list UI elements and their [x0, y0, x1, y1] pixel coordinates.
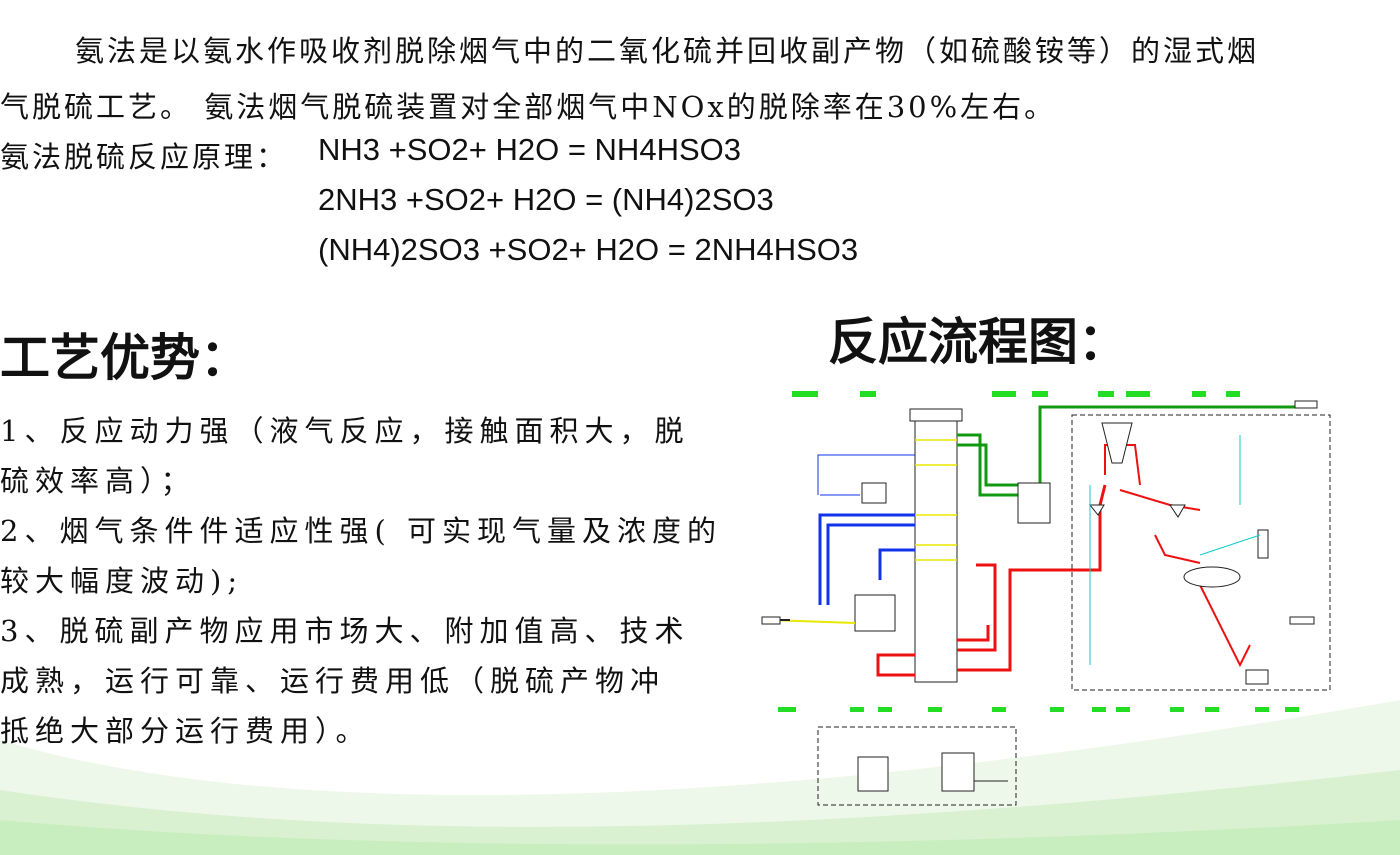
advantage-line: 1、反应动力强（液气反应，接触面积大，脱	[0, 414, 690, 448]
equation-3: (NH4)2SO3 +SO2+ H2O = 2NH4HSO3	[318, 232, 859, 267]
intro-line-2: 气脱硫工艺。 氨法烟气脱硫装置对全部烟气中NOx的脱除率在30%左右。	[0, 90, 1057, 124]
equation-1: NH3 +SO2+ H2O = NH4HSO3	[318, 132, 741, 167]
advantage-line: 抵绝大部分运行费用）。	[0, 714, 371, 748]
principle-label: 氨法脱硫反应原理：	[0, 140, 289, 174]
intro-line-1: 氨法是以氨水作吸收剂脱除烟气中的二氧化硫并回收副产物（如硫酸铵等）的湿式烟	[75, 34, 1260, 68]
diagram-bottom-labels	[778, 707, 1299, 712]
advantages-title: 工艺优势：	[0, 329, 250, 387]
equation-2: 2NH3 +SO2+ H2O = (NH4)2SO3	[318, 182, 774, 217]
diagram-top-labels	[792, 391, 1240, 397]
process-flow-diagram	[761, 391, 1331, 806]
advantage-line: 3、脱硫副产物应用市场大、附加值高、技术	[0, 614, 690, 648]
flow-title: 反应流程图：	[828, 313, 1128, 371]
advantage-line: 较大幅度波动);	[0, 564, 244, 598]
advantage-line: 2、烟气条件件适应性强( 可实现气量及浓度的	[0, 514, 722, 548]
advantage-line: 硫效率高）；	[0, 464, 196, 498]
advantage-line: 成熟，运行可靠、运行费用低（脱硫产物冲	[0, 664, 666, 698]
